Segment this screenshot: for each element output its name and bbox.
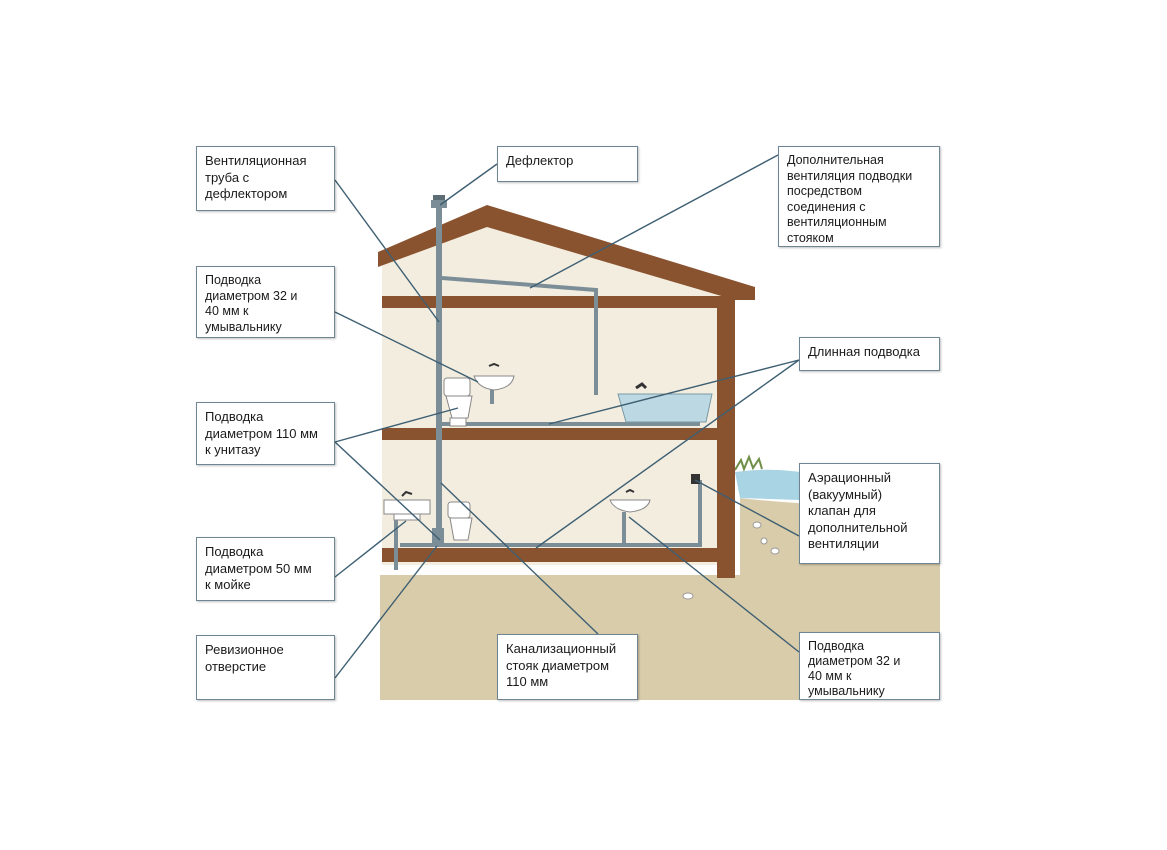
- label-revision-hole: Ревизионное отверстие: [196, 635, 335, 700]
- label-toilet-110-text: Подводка диаметром 110 мм к унитазу: [205, 409, 318, 457]
- deflector-top: [433, 195, 445, 200]
- washbasin-upper: [473, 362, 515, 404]
- vent-stack: [436, 205, 442, 545]
- ground-floor-drain: [400, 480, 702, 547]
- stone: [752, 521, 762, 529]
- toilet-upper: [443, 377, 473, 427]
- leader-aeration-valve: [694, 479, 800, 537]
- leader-toilet-110-b: [334, 441, 441, 541]
- right-wall-post: [717, 296, 735, 578]
- label-long-supply: Длинная подводка: [799, 337, 940, 371]
- label-additional-vent-text: Дополнительная вентиляция подводки посре…: [787, 153, 913, 245]
- second-floor-slab: [382, 428, 729, 440]
- leader-sewer-stack: [440, 482, 599, 635]
- label-sink-32-40-top: Подводка диаметром 32 и 40 мм к умывальн…: [196, 266, 335, 338]
- label-deflector-text: Дефлектор: [506, 153, 574, 168]
- label-sewer-stack-text: Канализационный стояк диаметром 110 мм: [506, 641, 617, 689]
- label-sewer-stack: Канализационный стояк диаметром 110 мм: [497, 634, 638, 700]
- leader-sink-32-40-top: [334, 311, 479, 383]
- label-vent-pipe-text: Вентиляционная труба с дефлектором: [205, 153, 307, 201]
- label-vent-pipe: Вентиляционная труба с дефлектором: [196, 146, 335, 211]
- revision-hole-fitting: [432, 528, 444, 544]
- leader-lines: [334, 154, 800, 679]
- label-aeration-valve: Аэрационный (вакуумный) клапан для допол…: [799, 463, 940, 564]
- kitchen-sink: [383, 490, 431, 521]
- label-toilet-110: Подводка диаметром 110 мм к унитазу: [196, 402, 335, 465]
- roof: [378, 205, 755, 300]
- label-sink-32-40-bottom-text: Подводка диаметром 32 и 40 мм к умывальн…: [808, 639, 901, 698]
- house-wall: [382, 210, 735, 565]
- label-kitchen-sink-50: Подводка диаметром 50 мм к мойке: [196, 537, 335, 601]
- stone: [682, 592, 694, 600]
- label-long-supply-text: Длинная подводка: [808, 344, 920, 359]
- washbasin-lower: [609, 488, 651, 513]
- label-sink-32-40-top-text: Подводка диаметром 32 и 40 мм к умывальн…: [205, 273, 298, 334]
- leader-additional-vent: [529, 154, 779, 289]
- label-additional-vent: Дополнительная вентиляция подводки посре…: [778, 146, 940, 247]
- leader-deflector: [439, 163, 498, 206]
- label-sink-32-40-bottom: Подводка диаметром 32 и 40 мм к умывальн…: [799, 632, 940, 700]
- attic-beam: [382, 296, 729, 308]
- ground-floor-slab: [382, 548, 729, 562]
- leader-long-supply-a: [548, 359, 800, 425]
- stone: [770, 547, 780, 555]
- label-revision-hole-text: Ревизионное отверстие: [205, 642, 284, 674]
- leader-sink-32-40-bottom: [628, 516, 800, 653]
- leader-vent-pipe: [334, 179, 440, 323]
- grass: [734, 454, 763, 472]
- leader-kitchen-sink: [334, 520, 407, 578]
- leader-revision-hole: [334, 545, 438, 679]
- leader-toilet-110-a: [334, 407, 459, 443]
- aeration-valve: [691, 474, 700, 484]
- stone: [760, 537, 768, 545]
- leader-long-supply-b: [535, 359, 800, 549]
- label-deflector: Дефлектор: [497, 146, 638, 182]
- label-kitchen-sink-50-text: Подводка диаметром 50 мм к мойке: [205, 544, 312, 592]
- deflector-cap: [431, 200, 447, 208]
- attic-vent-pipe: [441, 276, 598, 395]
- label-aeration-valve-text: Аэрационный (вакуумный) клапан для допол…: [808, 470, 908, 551]
